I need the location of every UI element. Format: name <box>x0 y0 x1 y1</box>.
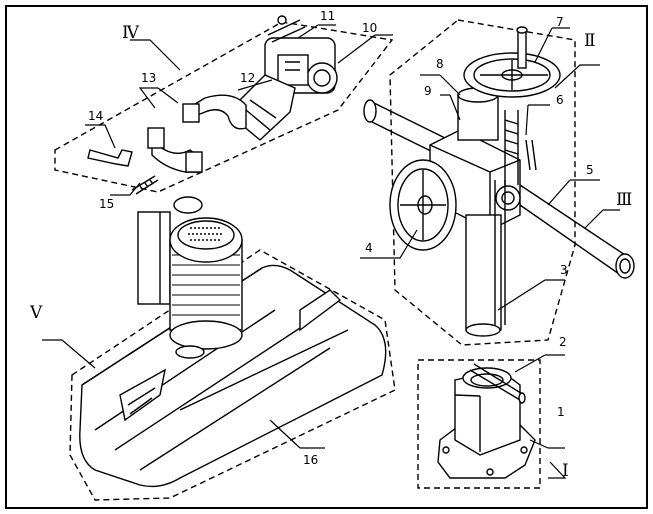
label-part-11: 11 <box>320 9 335 23</box>
label-part-12: 12 <box>240 71 255 85</box>
label-part-9: 9 <box>424 84 432 98</box>
leader-lines <box>42 24 620 479</box>
label-part-15: 15 <box>99 197 114 211</box>
label-group-iii: Ⅲ <box>616 190 632 210</box>
diagram-border <box>5 5 648 509</box>
group-i-boundary <box>417 359 541 489</box>
group-v-assembly <box>69 196 396 501</box>
label-part-1: 1 <box>557 405 565 419</box>
label-part-10: 10 <box>362 21 377 35</box>
group-ii-assembly <box>363 19 635 346</box>
label-part-7: 7 <box>556 15 564 29</box>
group-iv-assembly <box>54 15 394 195</box>
label-part-6: 6 <box>556 93 564 107</box>
group-i-assembly <box>417 359 541 489</box>
label-part-4: 4 <box>365 241 373 255</box>
part-labels: 1 2 3 4 5 6 7 8 9 10 11 12 13 14 15 16 <box>88 9 594 467</box>
label-group-ii: Ⅱ <box>584 31 596 51</box>
group-v-boundary <box>69 249 396 501</box>
label-part-16: 16 <box>303 453 318 467</box>
label-part-2: 2 <box>559 335 567 349</box>
group-labels: Ⅰ Ⅱ Ⅲ Ⅳ Ⅴ <box>29 23 632 481</box>
label-group-v: Ⅴ <box>29 303 43 323</box>
label-group-i: Ⅰ <box>562 461 569 481</box>
label-part-5: 5 <box>586 163 594 177</box>
label-group-iv: Ⅳ <box>122 23 140 43</box>
label-part-14: 14 <box>88 109 103 123</box>
label-part-8: 8 <box>436 57 444 71</box>
label-part-13: 13 <box>141 71 156 85</box>
label-part-3: 3 <box>560 263 568 277</box>
